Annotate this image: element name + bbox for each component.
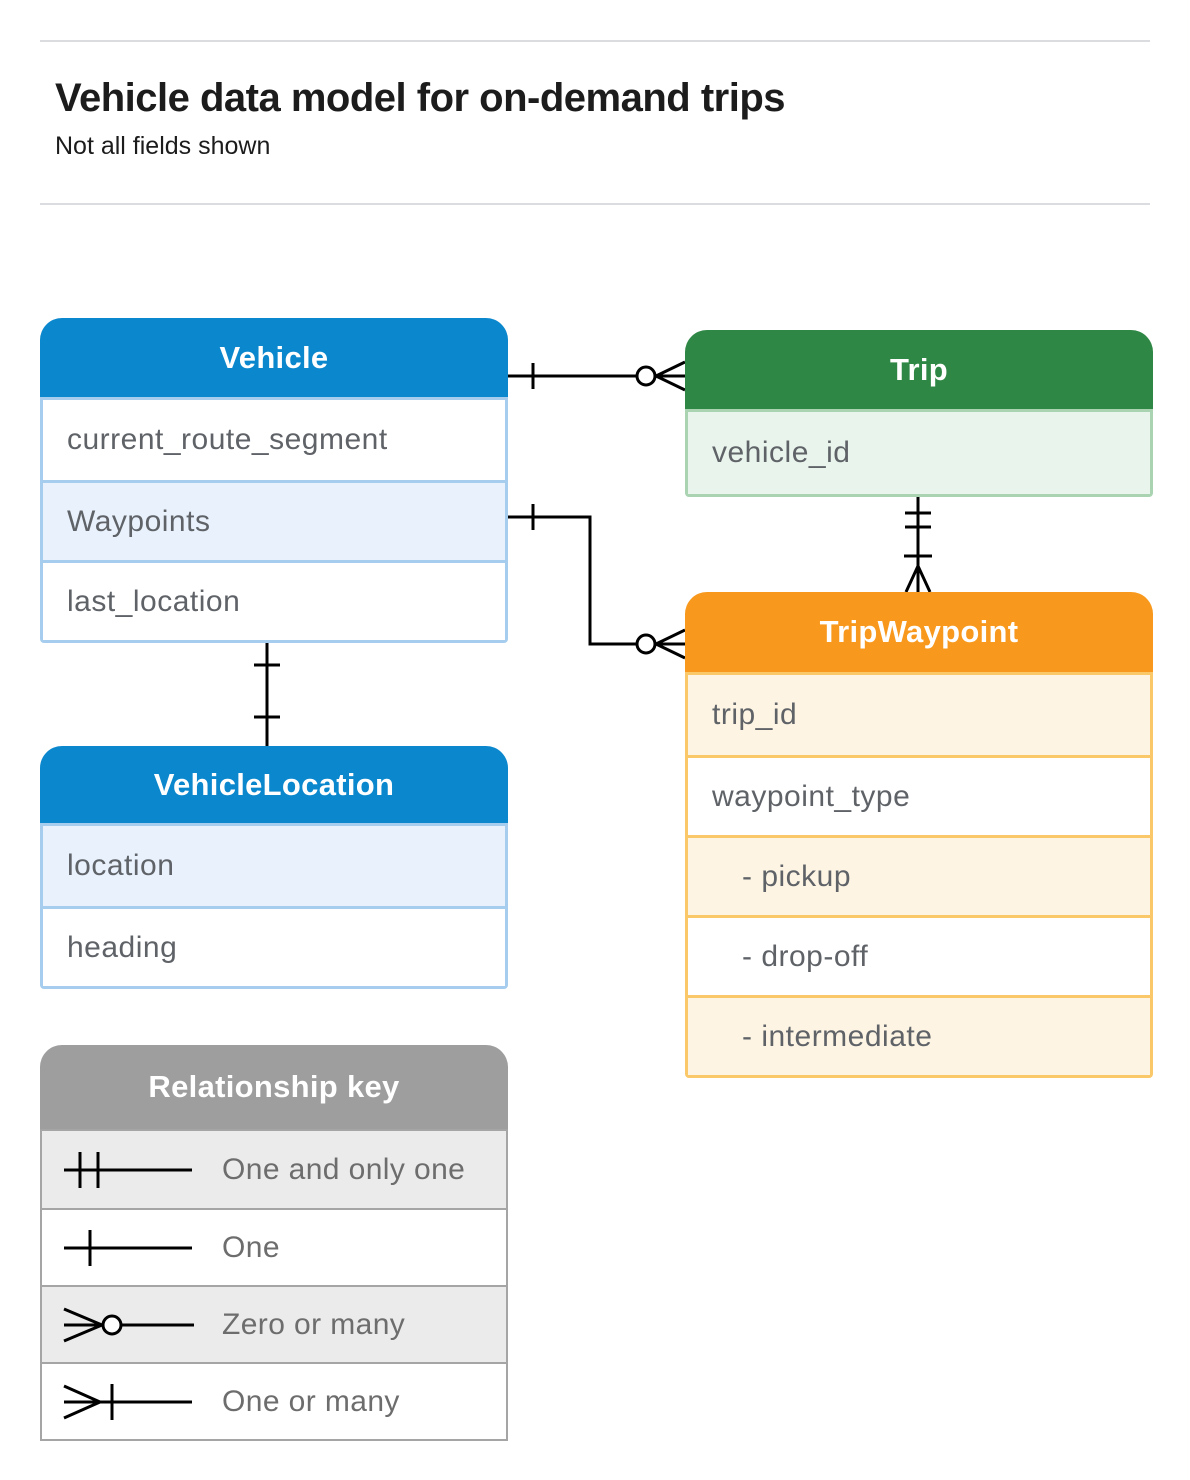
legend-row-one-and-only-one: One and only one xyxy=(42,1131,506,1208)
connector-vehicle-trip xyxy=(508,360,686,392)
entity-table-vehiclelocation: VehicleLocation location heading xyxy=(40,746,508,989)
entity-body-trip: vehicle_id xyxy=(685,409,1153,497)
entity-body-vehicle: current_route_segment Waypoints last_loc… xyxy=(40,397,508,643)
entity-header-trip: Trip xyxy=(685,330,1153,409)
legend-label: One and only one xyxy=(222,1152,466,1186)
subtitle-divider xyxy=(40,203,1150,205)
field-row: vehicle_id xyxy=(688,412,1150,494)
field-row: location xyxy=(43,826,505,906)
entity-header-vehiclelocation: VehicleLocation xyxy=(40,746,508,823)
legend-label: One or many xyxy=(222,1384,400,1418)
legend-label: One xyxy=(222,1230,280,1264)
relationship-key-table: Relationship key One and only one xyxy=(40,1045,508,1441)
field-row: heading xyxy=(43,906,505,986)
field-row: current_route_segment xyxy=(43,400,505,480)
entity-header-tripwaypoint: TripWaypoint xyxy=(685,592,1153,672)
field-row: last_location xyxy=(43,560,505,640)
field-row: trip_id xyxy=(688,675,1150,755)
one-or-many-icon xyxy=(62,1374,212,1430)
entity-body-tripwaypoint: trip_id waypoint_type - pickup - drop-of… xyxy=(685,672,1153,1078)
entity-table-tripwaypoint: TripWaypoint trip_id waypoint_type - pic… xyxy=(685,592,1153,1078)
connector-waypoints-tripwaypoint xyxy=(508,504,686,660)
entity-body-vehiclelocation: location heading xyxy=(40,823,508,989)
connector-vehicle-vehiclelocation xyxy=(254,637,280,746)
entity-header-vehicle: Vehicle xyxy=(40,318,508,397)
relationship-key-header: Relationship key xyxy=(40,1045,508,1129)
page-title: Vehicle data model for on-demand trips xyxy=(55,76,786,120)
one-and-only-one-icon xyxy=(62,1142,212,1198)
top-divider xyxy=(40,40,1150,42)
legend-row-one-or-many: One or many xyxy=(42,1362,506,1439)
field-row: waypoint_type xyxy=(688,755,1150,835)
field-row: Waypoints xyxy=(43,480,505,560)
connector-trip-tripwaypoint xyxy=(904,490,932,593)
legend-label: Zero or many xyxy=(222,1307,406,1341)
legend-row-zero-or-many: Zero or many xyxy=(42,1285,506,1362)
field-row-enum-value: - drop-off xyxy=(688,915,1150,995)
page-subtitle: Not all fields shown xyxy=(55,132,271,160)
legend-row-one: One xyxy=(42,1208,506,1285)
field-row-enum-value: - intermediate xyxy=(688,995,1150,1075)
entity-table-trip: Trip vehicle_id xyxy=(685,330,1153,497)
zero-or-many-icon xyxy=(62,1297,212,1353)
one-icon xyxy=(62,1220,212,1276)
entity-table-vehicle: Vehicle current_route_segment Waypoints … xyxy=(40,318,508,643)
field-row-enum-value: - pickup xyxy=(688,835,1150,915)
relationship-key-body: One and only one One xyxy=(40,1129,508,1441)
